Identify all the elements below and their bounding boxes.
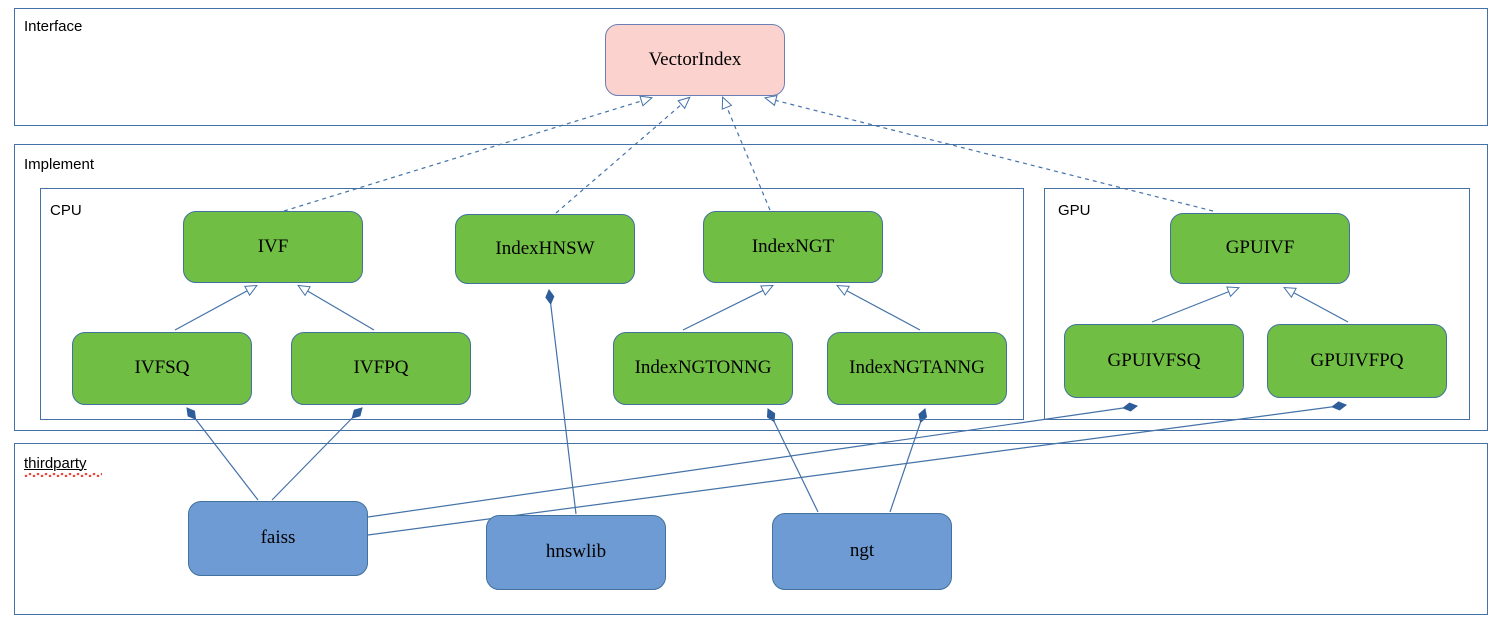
group-implement-label: Implement xyxy=(24,156,95,173)
node-indexhnsw[interactable]: IndexHNSW xyxy=(455,214,635,284)
node-indexngtanng[interactable]: IndexNGTANNG xyxy=(827,332,1007,405)
node-gpuivfsq[interactable]: GPUIVFSQ xyxy=(1064,324,1244,398)
group-cpu-label: CPU xyxy=(50,202,82,219)
group-thirdparty xyxy=(14,443,1488,615)
node-gpuivfpq[interactable]: GPUIVFPQ xyxy=(1267,324,1447,398)
group-gpu xyxy=(1044,188,1470,420)
node-ivfpq[interactable]: IVFPQ xyxy=(291,332,471,405)
node-indexngt[interactable]: IndexNGT xyxy=(703,211,883,283)
spellcheck-underline xyxy=(24,473,102,477)
group-interface-label: Interface xyxy=(24,18,83,35)
node-faiss[interactable]: faiss xyxy=(188,501,368,576)
node-ivf[interactable]: IVF xyxy=(183,211,363,283)
group-gpu-label: GPU xyxy=(1058,202,1091,219)
group-thirdparty-label: thirdparty xyxy=(24,455,87,472)
node-gpuivf[interactable]: GPUIVF xyxy=(1170,213,1350,284)
group-implement xyxy=(14,144,1488,431)
node-vectorindex[interactable]: VectorIndex xyxy=(605,24,785,96)
node-indexngtonng[interactable]: IndexNGTONNG xyxy=(613,332,793,405)
node-ivfsq[interactable]: IVFSQ xyxy=(72,332,252,405)
node-ngt[interactable]: ngt xyxy=(772,513,952,590)
group-interface xyxy=(14,8,1488,126)
group-cpu xyxy=(40,188,1024,420)
node-hnswlib[interactable]: hnswlib xyxy=(486,515,666,590)
